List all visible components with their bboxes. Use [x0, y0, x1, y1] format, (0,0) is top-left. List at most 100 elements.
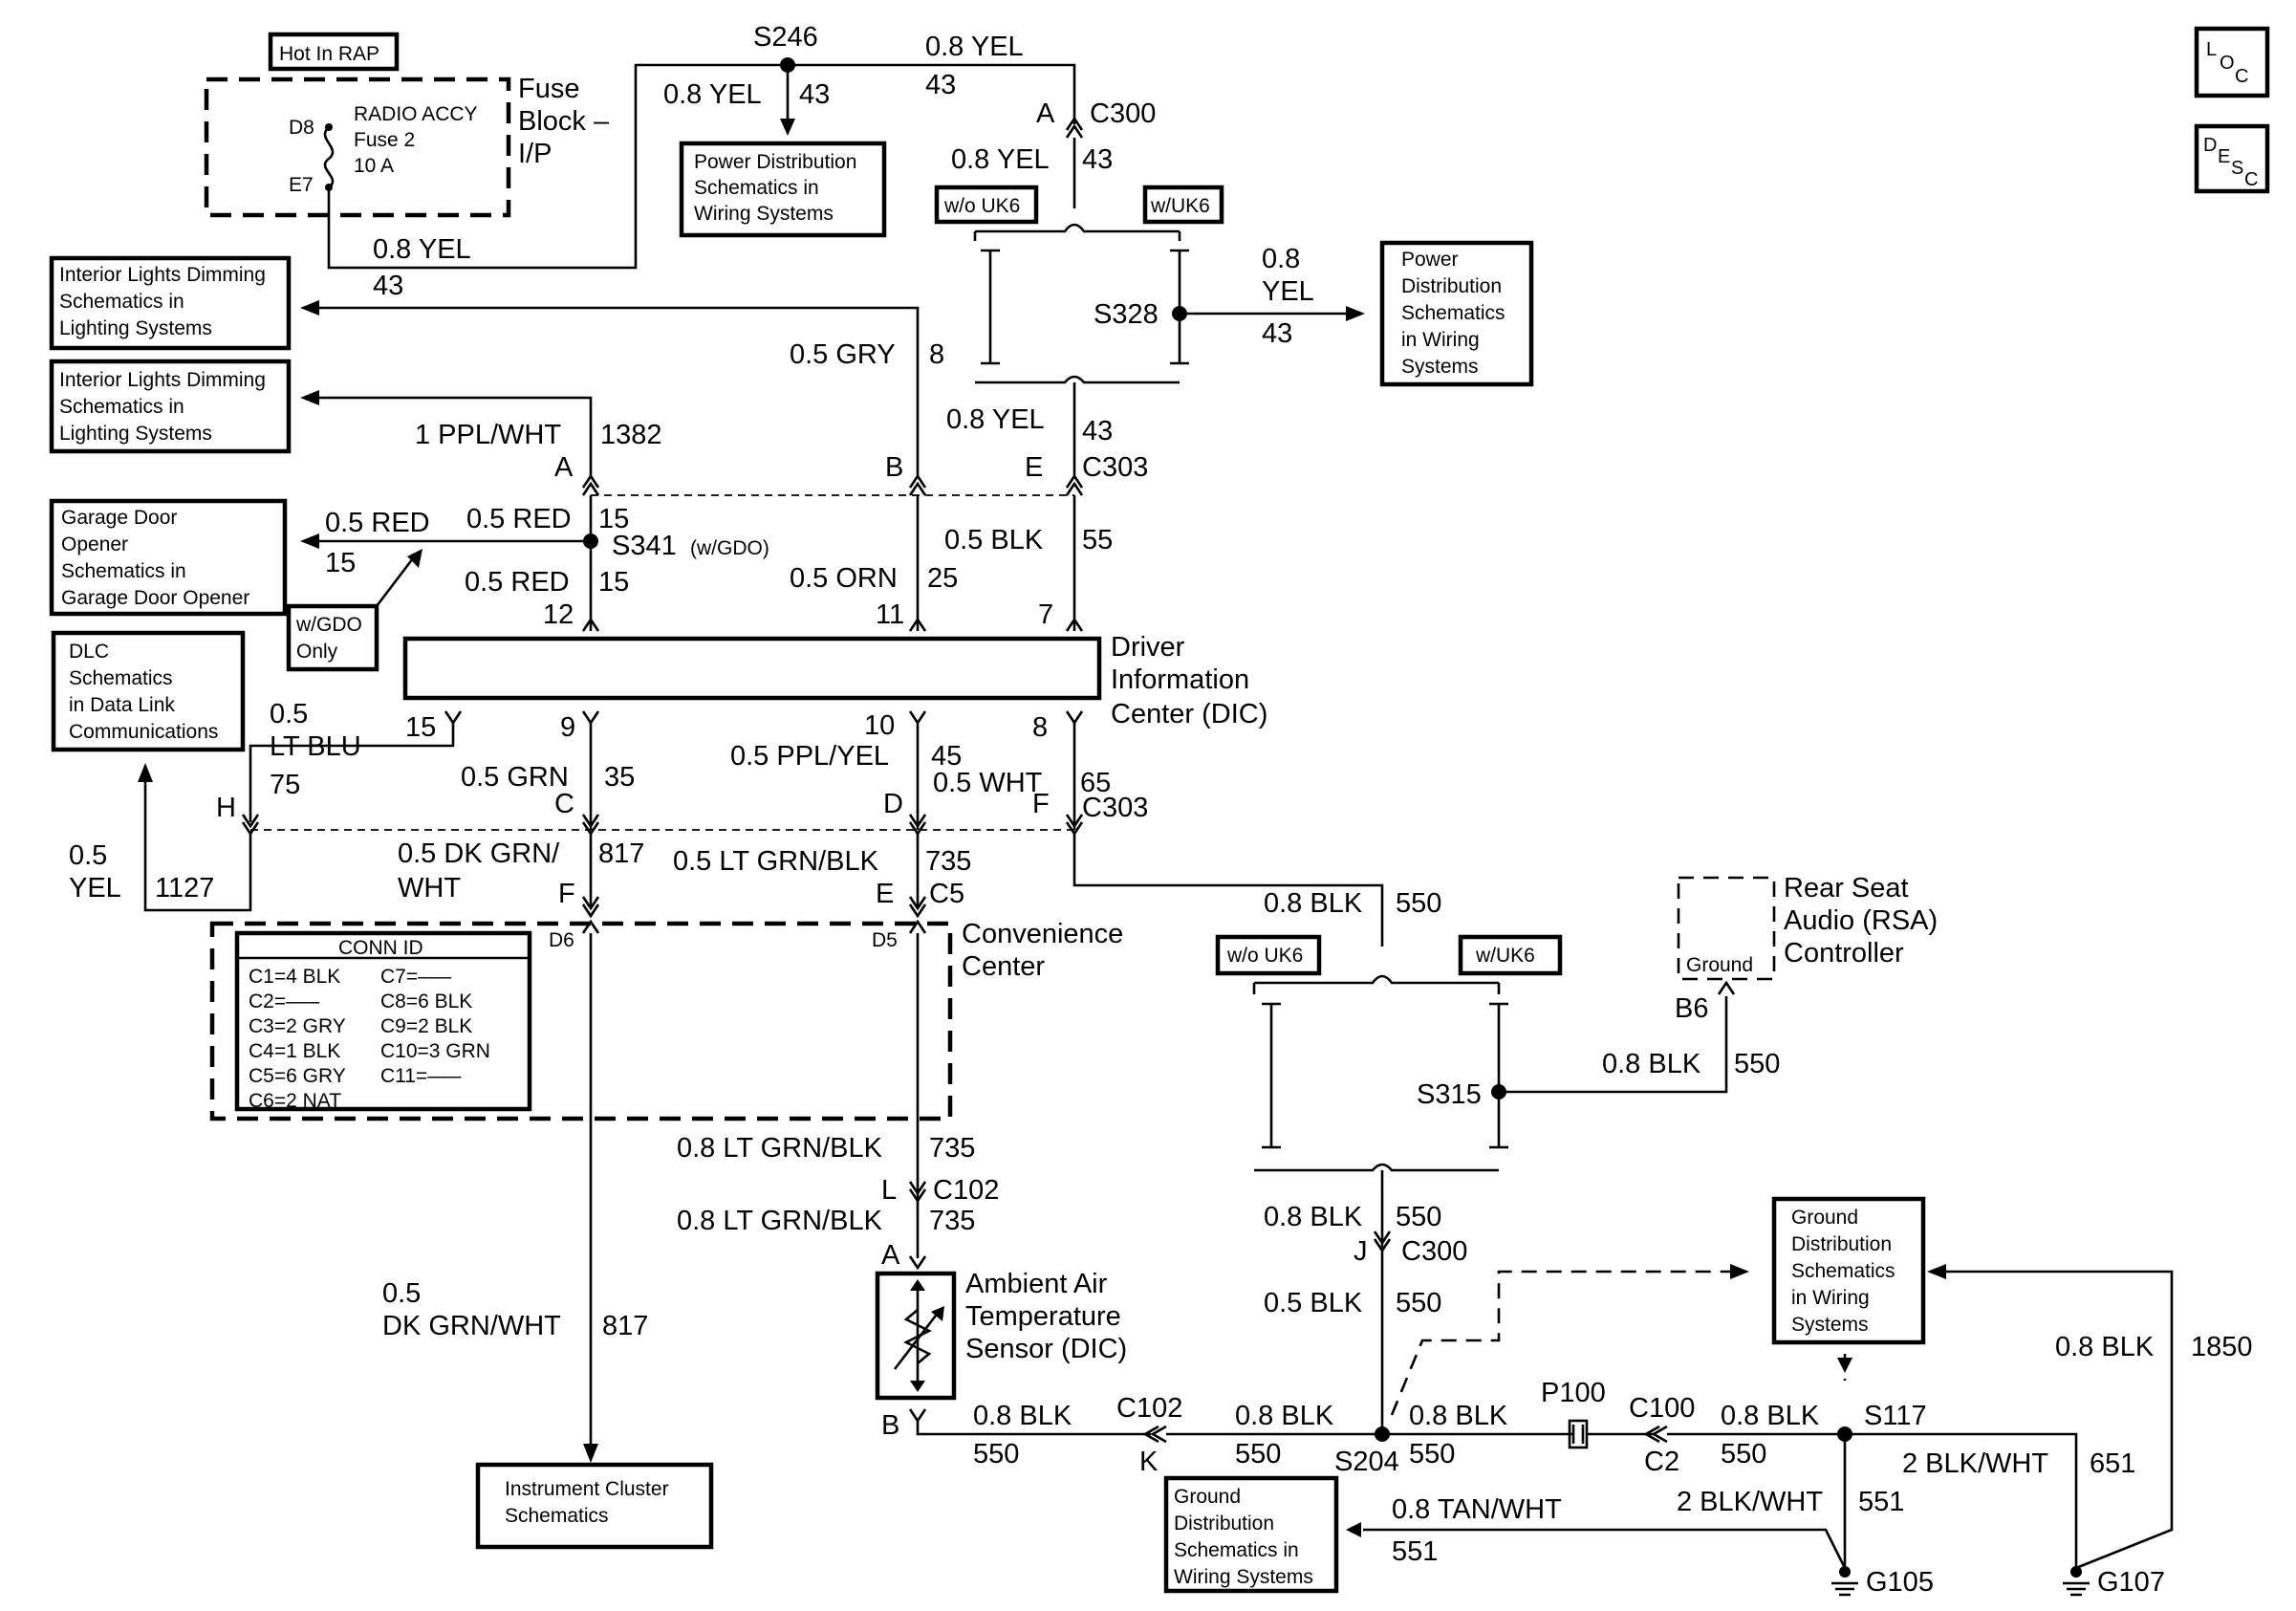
ref-ground-dist-b[interactable]: Ground Distribution Schematics in Wiring…	[1163, 1475, 1339, 1594]
ref-int-lights-a[interactable]: Interior Lights Dimming Schematics in Li…	[49, 255, 292, 351]
diagram-label: 551	[1858, 1487, 1904, 1517]
diagram-label: Schematics in	[59, 291, 184, 313]
diagram-label: 0.5 GRN	[461, 762, 569, 793]
ref-garage[interactable]: Garage Door Opener Schematics in Garage …	[49, 498, 288, 617]
diagram-label: Ground	[1791, 1207, 1858, 1229]
diagram-label: w/GDO	[295, 614, 362, 636]
loc-icon[interactable]: L O C	[2194, 26, 2270, 98]
diagram-label: D8	[289, 117, 314, 139]
diagram-label: C2=–––	[249, 991, 319, 1012]
ref-power-dist-a[interactable]: Power Distribution Schematics in Wiring …	[679, 141, 887, 238]
diagram-label: 11	[876, 599, 904, 630]
diagram-label: CONN ID	[338, 937, 423, 959]
diagram-label: C5	[929, 879, 964, 909]
diagram-label: (w/GDO)	[690, 537, 769, 559]
diagram-label: C8=6 BLK	[380, 991, 472, 1012]
diagram-label: Sensor (DIC)	[965, 1334, 1127, 1364]
ref-int-lights-b[interactable]: Interior Lights Dimming Schematics in Li…	[49, 359, 292, 454]
dic-module	[402, 636, 1102, 701]
diagram-label: 0.5	[382, 1278, 421, 1309]
diagram-label: Ground	[1686, 954, 1753, 976]
diagram-label: 15	[325, 548, 356, 578]
diagram-label: 75	[270, 770, 300, 800]
diagram-label: Lighting Systems	[59, 423, 212, 445]
diagram-label: WHT	[398, 873, 461, 903]
diagram-label: YEL	[69, 873, 121, 903]
diagram-label: K	[1139, 1447, 1159, 1477]
diagram-label: 0.8 BLK	[1235, 1401, 1334, 1431]
diagram-label: G105	[1866, 1567, 1934, 1598]
diagram-label: D	[883, 789, 903, 819]
diagram-label: 550	[973, 1439, 1019, 1469]
diagram-label: Center (DIC)	[1111, 699, 1267, 729]
diagram-label: 1850	[2191, 1332, 2253, 1362]
diagram-label: D6	[549, 929, 574, 951]
ref-dlc[interactable]: DLC Schematics in Data Link Communicatio…	[51, 630, 246, 752]
diagram-label: Distribution	[1791, 1233, 1892, 1255]
diagram-label: E	[2218, 146, 2230, 167]
convenience-center	[209, 921, 953, 1121]
diagram-label: w/o UK6	[943, 195, 1020, 217]
diagram-label: C	[2244, 169, 2258, 190]
diagram-label: Schematics	[1791, 1260, 1895, 1282]
diagram-label: w/UK6	[1475, 945, 1535, 967]
diagram-label: F	[558, 879, 575, 909]
diagram-label: 735	[929, 1133, 975, 1164]
diagram-label: Interior Lights Dimming	[59, 369, 266, 391]
diagram-label: 0.8 TAN/WHT	[1392, 1494, 1562, 1525]
diagram-label: Schematics in	[59, 396, 184, 418]
desc-icon[interactable]: D E S C	[2194, 123, 2270, 194]
ground-g107	[2063, 1566, 2090, 1597]
ref-power-dist-b[interactable]: Power Distribution Schematics in Wiring …	[1379, 240, 1534, 387]
diagram-label: 817	[598, 838, 644, 869]
diagram-label: 43	[1082, 416, 1113, 446]
diagram-label: 550	[1721, 1439, 1766, 1469]
diagram-label: 15	[405, 712, 436, 743]
diagram-label: C2	[1644, 1447, 1679, 1477]
diagram-label: 43	[1082, 144, 1113, 175]
diagram-label: Convenience	[962, 919, 1123, 949]
diagram-label: C6=2 NAT	[249, 1090, 341, 1112]
rsa-controller: Ground Rear Seat Audio (RSA) Controller	[1677, 873, 1938, 981]
diagram-label: 9	[560, 712, 575, 743]
diagram-label: 8	[929, 339, 944, 370]
diagram-label: 0.8 YEL	[663, 79, 762, 110]
diagram-label: 2 BLK/WHT	[1902, 1448, 2048, 1479]
diagram-label: O	[2220, 53, 2235, 74]
ref-ground-dist-a[interactable]: Ground Distribution Schematics in Wiring…	[1771, 1196, 1926, 1345]
diagram-label: Wiring Systems	[694, 203, 834, 225]
diagram-label: 10	[864, 710, 895, 741]
diagram-label: C300	[1401, 1236, 1467, 1267]
diagram-label: 0.5 PPL/YEL	[730, 741, 889, 772]
diagram-label: Fuse	[518, 74, 579, 104]
diagram-label: C3=2 GRY	[249, 1015, 346, 1037]
diagram-label: C7=–––	[380, 966, 451, 988]
diagram-label: Ambient Air	[965, 1269, 1108, 1299]
diagram-label: H	[216, 793, 236, 823]
diagram-label: 0.5 DK GRN/	[398, 838, 560, 869]
diagram-label: F	[1032, 789, 1050, 819]
diagram-label: 65	[1080, 768, 1111, 798]
diagram-label: 25	[927, 563, 958, 594]
diagram-label: C300	[1090, 98, 1156, 129]
diagram-label: 0.5	[270, 699, 308, 729]
diagram-label: 8	[1032, 712, 1048, 743]
diagram-label: 0.5 GRY	[790, 339, 896, 370]
diagram-label: P100	[1541, 1378, 1606, 1408]
diagram-label: 0.5 RED	[325, 508, 430, 538]
diagram-label: 550	[1235, 1439, 1281, 1469]
diagram-label: C303	[1082, 793, 1148, 823]
diagram-label: Schematics in	[694, 177, 819, 199]
diagram-label: Garage Door Opener	[61, 587, 249, 609]
ambient-air-sensor	[875, 1271, 957, 1401]
diagram-label: A	[554, 452, 574, 483]
diagram-label: 0.5 RED	[465, 567, 570, 598]
diagram-label: D5	[872, 929, 898, 951]
diagram-label: C	[2235, 66, 2248, 87]
diagram-label: S341	[612, 531, 677, 561]
diagram-label: 43	[1262, 318, 1292, 349]
diagram-label: 0.8 LT GRN/BLK	[677, 1206, 883, 1236]
diagram-label: C10=3 GRN	[380, 1040, 490, 1062]
ref-instrument[interactable]: Instrument Cluster Schematics	[475, 1462, 714, 1550]
diagram-label: 0.8 BLK	[1409, 1401, 1508, 1431]
